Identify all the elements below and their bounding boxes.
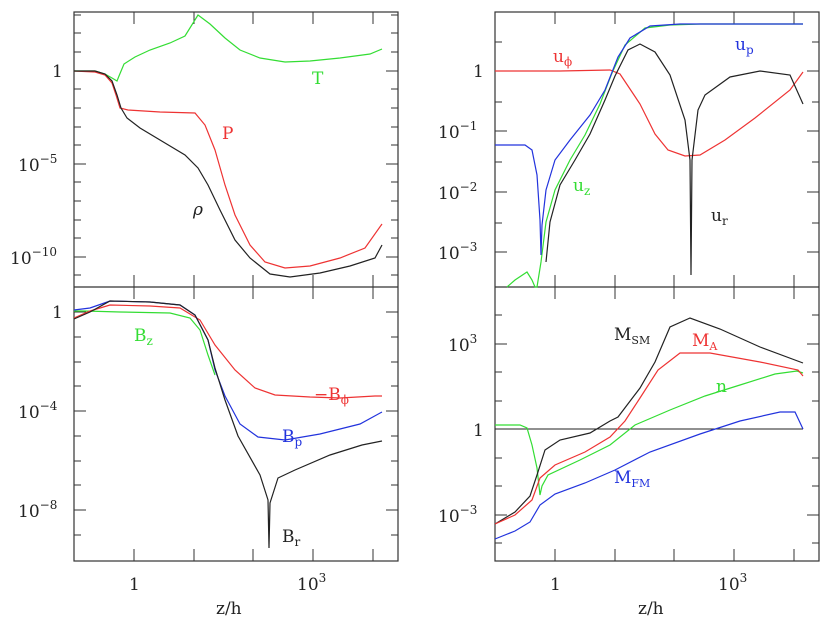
label-minus-Bphi: −Bϕ: [314, 385, 349, 407]
svg-text:1: 1: [52, 303, 63, 323]
plot-bottom-right: [494, 317, 804, 540]
svg-text:1: 1: [550, 575, 561, 595]
svg-text:1: 1: [473, 421, 484, 441]
x-ticks: [133, 12, 795, 561]
label-rho: ρ: [192, 200, 203, 220]
label-u-r: ur: [711, 206, 728, 228]
series-Br: [73, 300, 383, 549]
svg-text:1: 1: [473, 62, 484, 82]
label-MFM: MFM: [614, 468, 650, 490]
plot-top-right: [495, 23, 804, 288]
x-tick-labels: 1 103 1 103 z/h z/h: [129, 571, 747, 619]
series-u-p: [495, 23, 803, 256]
y-ticks: [74, 14, 819, 544]
y-tick-labels: 1 10−5 10−10 1 10−4 10−8 1 10−1 10−2 10−…: [10, 62, 484, 527]
label-u-p: up: [735, 35, 754, 57]
series-Bp: [73, 300, 383, 441]
label-MA: MA: [692, 331, 718, 353]
label-u-phi: uϕ: [553, 47, 572, 69]
curve-labels: T P ρ uϕ up uz ur Bz −Bϕ Bp Br MSM MA n …: [134, 35, 754, 549]
svg-text:10−2: 10−2: [438, 180, 477, 204]
svg-text:10−1: 10−1: [438, 119, 477, 143]
series-T: [74, 14, 383, 82]
label-P: P: [222, 124, 233, 144]
svg-text:1: 1: [52, 62, 63, 82]
label-T: T: [312, 69, 324, 89]
svg-text:103: 103: [718, 571, 747, 595]
series-P: [73, 70, 383, 269]
series-MFM: [494, 411, 804, 540]
svg-text:10−10: 10−10: [10, 245, 57, 269]
series-u-z: [506, 23, 803, 288]
svg-text:103: 103: [297, 571, 326, 595]
x-axis-label-right: z/h: [638, 599, 664, 619]
svg-text:1: 1: [129, 575, 140, 595]
label-Bz: Bz: [134, 326, 153, 348]
frames: [73, 11, 820, 562]
label-Br: Br: [282, 527, 301, 549]
series-MSM: [494, 317, 804, 525]
label-MSM: MSM: [614, 325, 650, 347]
svg-text:10−5: 10−5: [18, 152, 57, 176]
series-n: [495, 370, 804, 496]
svg-text:10−3: 10−3: [438, 240, 477, 264]
svg-text:103: 103: [448, 332, 477, 356]
plot-top-left: [73, 14, 383, 278]
svg-text:10−8: 10−8: [18, 498, 57, 522]
plot-bottom-left: [73, 300, 383, 549]
series-rho: [74, 70, 383, 278]
x-axis-label-left: z/h: [216, 599, 242, 619]
series-minus-Bphi: [73, 304, 382, 399]
series-u-r: [545, 43, 804, 276]
series-u-phi: [495, 69, 804, 157]
svg-text:10−4: 10−4: [18, 399, 58, 423]
svg-text:10−3: 10−3: [438, 503, 477, 527]
series-MA: [494, 352, 804, 525]
label-n: n: [716, 377, 727, 397]
label-u-z: uz: [573, 176, 590, 198]
label-Bp: Bp: [282, 427, 303, 449]
